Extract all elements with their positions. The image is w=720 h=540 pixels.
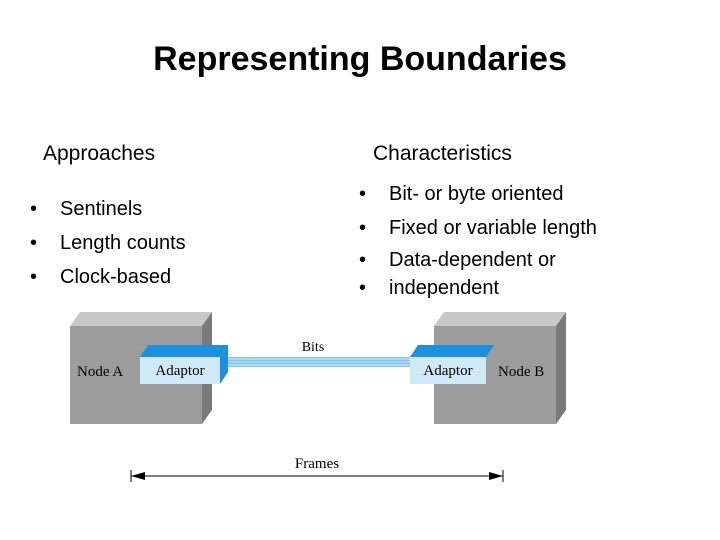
adaptor-b-face (410, 357, 486, 384)
slide-title: Representing Boundaries (153, 40, 567, 78)
adaptor-a-face (140, 357, 220, 384)
node-b-label: Node B (498, 364, 544, 380)
frames-span: Frames (130, 456, 504, 482)
adaptor-a-top (140, 345, 228, 357)
characteristic-item: Fixed or variable length (359, 211, 597, 245)
node-a-top (70, 312, 212, 326)
adaptor-b: Adaptor (410, 345, 494, 384)
adaptor-a-side (220, 345, 228, 384)
approach-item: Length counts (30, 226, 186, 260)
approach-item: Clock-based (30, 260, 186, 294)
frames-left-arrowhead (131, 472, 145, 480)
characteristics-list: Bit- or byte oriented Fixed or variable … (359, 177, 597, 301)
adaptor-a: Adaptor (140, 345, 228, 384)
bits-label: Bits (302, 340, 325, 355)
characteristics-heading: Characteristics (373, 142, 512, 165)
approach-item: Sentinels (30, 192, 186, 226)
approaches-heading: Approaches (43, 142, 156, 165)
node-a-label: Node A (77, 364, 123, 380)
frames-right-arrowhead (489, 472, 503, 480)
characteristic-item: Data-dependent or (359, 245, 597, 275)
node-b-side (556, 312, 566, 424)
characteristic-item-continued: independent (359, 275, 597, 301)
frames-label: Frames (295, 456, 339, 472)
approaches-list: Sentinels Length counts Clock-based (30, 192, 186, 294)
adaptor-b-top (410, 345, 494, 357)
node-b-top (434, 312, 566, 326)
characteristic-item: Bit- or byte oriented (359, 177, 597, 211)
adaptor-a-label: Adaptor (155, 363, 204, 379)
link-bits: Bits (228, 340, 410, 367)
adaptor-b-label: Adaptor (423, 363, 472, 379)
